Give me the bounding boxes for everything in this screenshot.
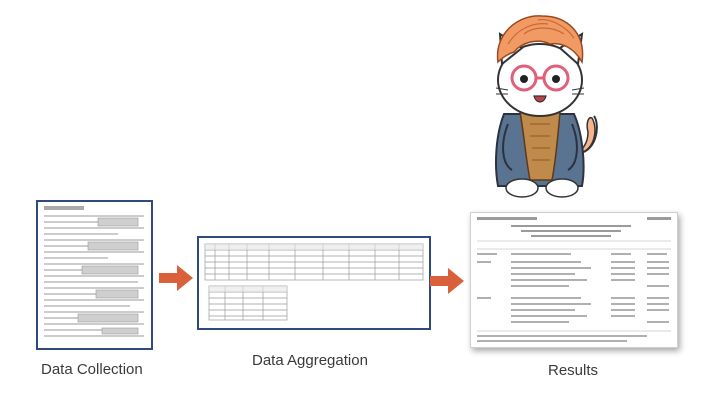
step-label-data-collection: Data Collection [41,361,143,378]
cat-mascot-illustration [495,15,598,198]
spreadsheet-document-icon [197,236,431,330]
step-label-data-aggregation: Data Aggregation [252,352,368,369]
right-arrow-icon [430,268,464,294]
step-label-results: Results [548,362,599,379]
report-document-icon [470,212,678,348]
right-arrow-icon [159,265,193,291]
form-document-icon [36,200,153,350]
